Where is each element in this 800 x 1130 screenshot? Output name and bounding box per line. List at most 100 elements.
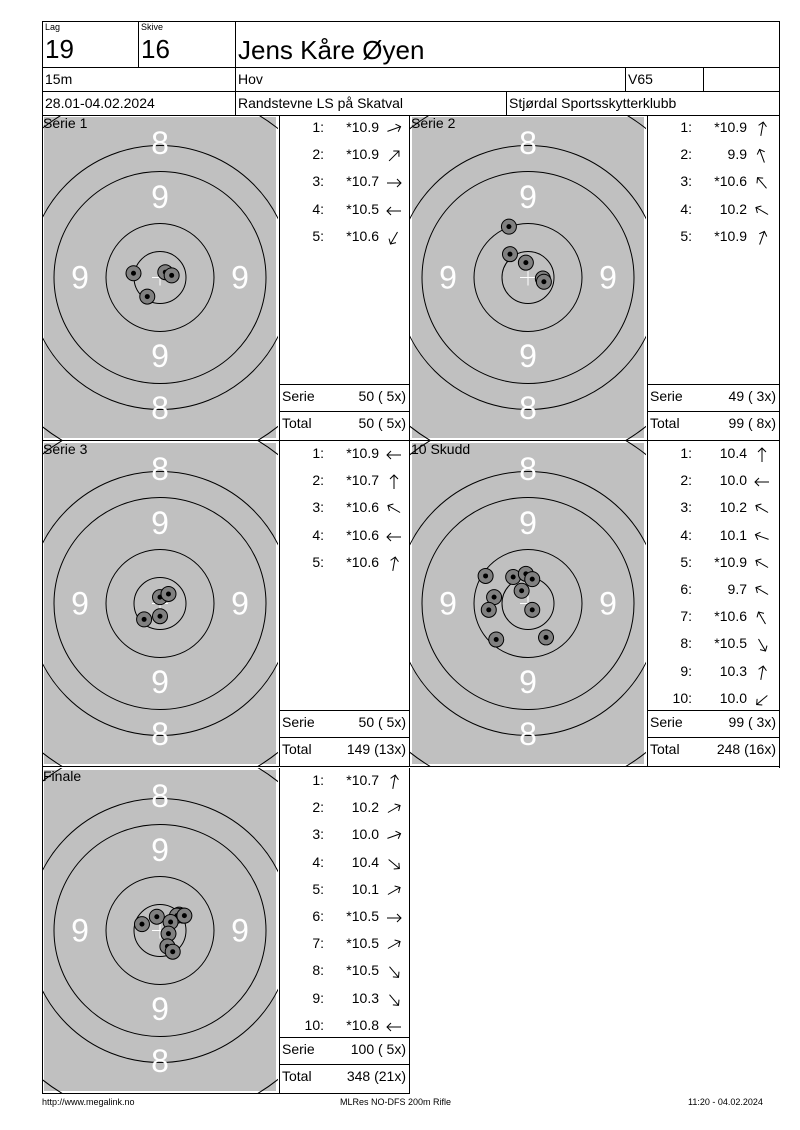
shot-hole-center: [506, 224, 512, 230]
shot-score: *10.9: [346, 445, 379, 461]
target-ring-3: [421, 497, 635, 710]
direction-arrow-icon: [388, 150, 400, 162]
shot-score: *10.6: [346, 499, 379, 516]
shot-hole-center: [169, 272, 175, 278]
target-ring-2: [42, 471, 278, 736]
direction-arrow-icon: [390, 556, 399, 571]
direction-arrow-icon: [755, 585, 769, 595]
direction-arrow-icon: [755, 205, 769, 215]
shot-row: 2:9.9: [647, 146, 777, 166]
ring-label: 9: [599, 260, 617, 296]
shot-hole-center: [139, 921, 145, 927]
direction-arrow-icon: [759, 230, 768, 245]
shot-row: 5:*10.6: [279, 554, 409, 574]
shot-row: 1:*10.7: [279, 772, 409, 792]
serie-value: 100 ( 5x): [350, 1041, 406, 1057]
target-ring-4: [105, 223, 215, 332]
lag-value: 19: [45, 34, 74, 64]
serie-label: Serie: [282, 714, 315, 730]
shot-number: 3:: [312, 173, 324, 190]
direction-arrow-icon: [387, 179, 402, 188]
serie-label: Serie: [650, 388, 683, 404]
ring-label: 9: [519, 505, 537, 541]
shot-score: *10.9: [714, 553, 747, 570]
shot-number: 4:: [680, 526, 692, 543]
ring-label: 9: [599, 586, 617, 622]
skive-label: Skive: [141, 22, 164, 32]
total-value: 149 (13x): [346, 741, 406, 757]
target-ring-4: [105, 876, 215, 985]
direction-arrow-icon: [386, 532, 401, 541]
shot-hole-center: [519, 588, 525, 594]
target-ring-center: [501, 251, 555, 304]
shot-hole-center: [168, 919, 174, 925]
ring-label: 9: [519, 179, 537, 215]
direction-arrow-icon: [388, 231, 398, 245]
shot-hole-center: [157, 613, 163, 619]
shot-hole-center: [483, 573, 489, 579]
shot-hole-center: [507, 251, 513, 257]
shot-row: 10:*10.8: [279, 1017, 409, 1037]
direction-arrow-icon: [387, 885, 401, 895]
shot-score: *10.9: [714, 227, 747, 244]
shot-score: 10.2: [719, 499, 747, 516]
shot-hole-center: [154, 914, 160, 920]
ring-label: 8: [519, 451, 537, 487]
total-value: 50 ( 5x): [358, 415, 406, 431]
shot-number: 1:: [312, 119, 324, 135]
footer-url[interactable]: http://www.megalink.no: [42, 1097, 135, 1107]
shot-number: 5:: [312, 553, 324, 570]
shot-number: 2:: [312, 472, 324, 489]
shot-row: 3:10.2: [647, 499, 777, 519]
shot-number: 10:: [672, 689, 692, 706]
direction-arrow-icon: [387, 803, 401, 814]
shot-score: *10.6: [346, 526, 379, 543]
shot-row: 3:10.0: [279, 826, 409, 846]
ring-label: 9: [439, 586, 457, 622]
total-label: Total: [282, 1068, 312, 1084]
ring-label: 8: [151, 716, 169, 752]
shot-row: 5:10.1: [279, 881, 409, 901]
target-ring-center: [133, 904, 187, 957]
direction-arrow-icon: [389, 966, 400, 979]
shot-row: 4:10.1: [647, 527, 777, 547]
shot-number: 6:: [680, 581, 692, 597]
direction-arrow-icon: [758, 665, 767, 680]
direction-arrow-icon: [758, 121, 767, 136]
distance: 15m: [45, 71, 73, 87]
target-ring-2: [410, 145, 646, 410]
serie-label: Serie: [282, 388, 315, 404]
ring-label: 9: [151, 832, 169, 868]
dates: 28.01-04.02.2024: [45, 95, 155, 111]
panel-label: Finale: [43, 768, 82, 784]
footer-timestamp: 11:20 - 04.02.2024: [688, 1097, 763, 1107]
shot-row: 1: *10.9: [279, 119, 409, 139]
ring-label: 9: [519, 664, 537, 700]
shot-hole-center: [131, 270, 136, 276]
direction-arrow-icon: [755, 503, 769, 514]
shot-row: 2:10.2: [279, 799, 409, 819]
shot-number: 3:: [312, 826, 324, 843]
total-value: 248 (16x): [716, 741, 776, 757]
ring-label: 9: [151, 664, 169, 700]
shot-row: 4:10.4: [279, 854, 409, 874]
shot-number: 9:: [680, 662, 692, 679]
class: V65: [628, 71, 653, 87]
shot-score: *10.5: [714, 635, 747, 652]
direction-arrow-icon: [387, 123, 402, 132]
shot-score: *10.9: [346, 119, 379, 135]
total-value: 99 ( 8x): [728, 415, 776, 431]
target-ring-4: [105, 549, 215, 658]
shot-score: *10.9: [714, 119, 747, 135]
ring-label: 8: [151, 1043, 169, 1079]
ring-label: 9: [151, 179, 169, 215]
